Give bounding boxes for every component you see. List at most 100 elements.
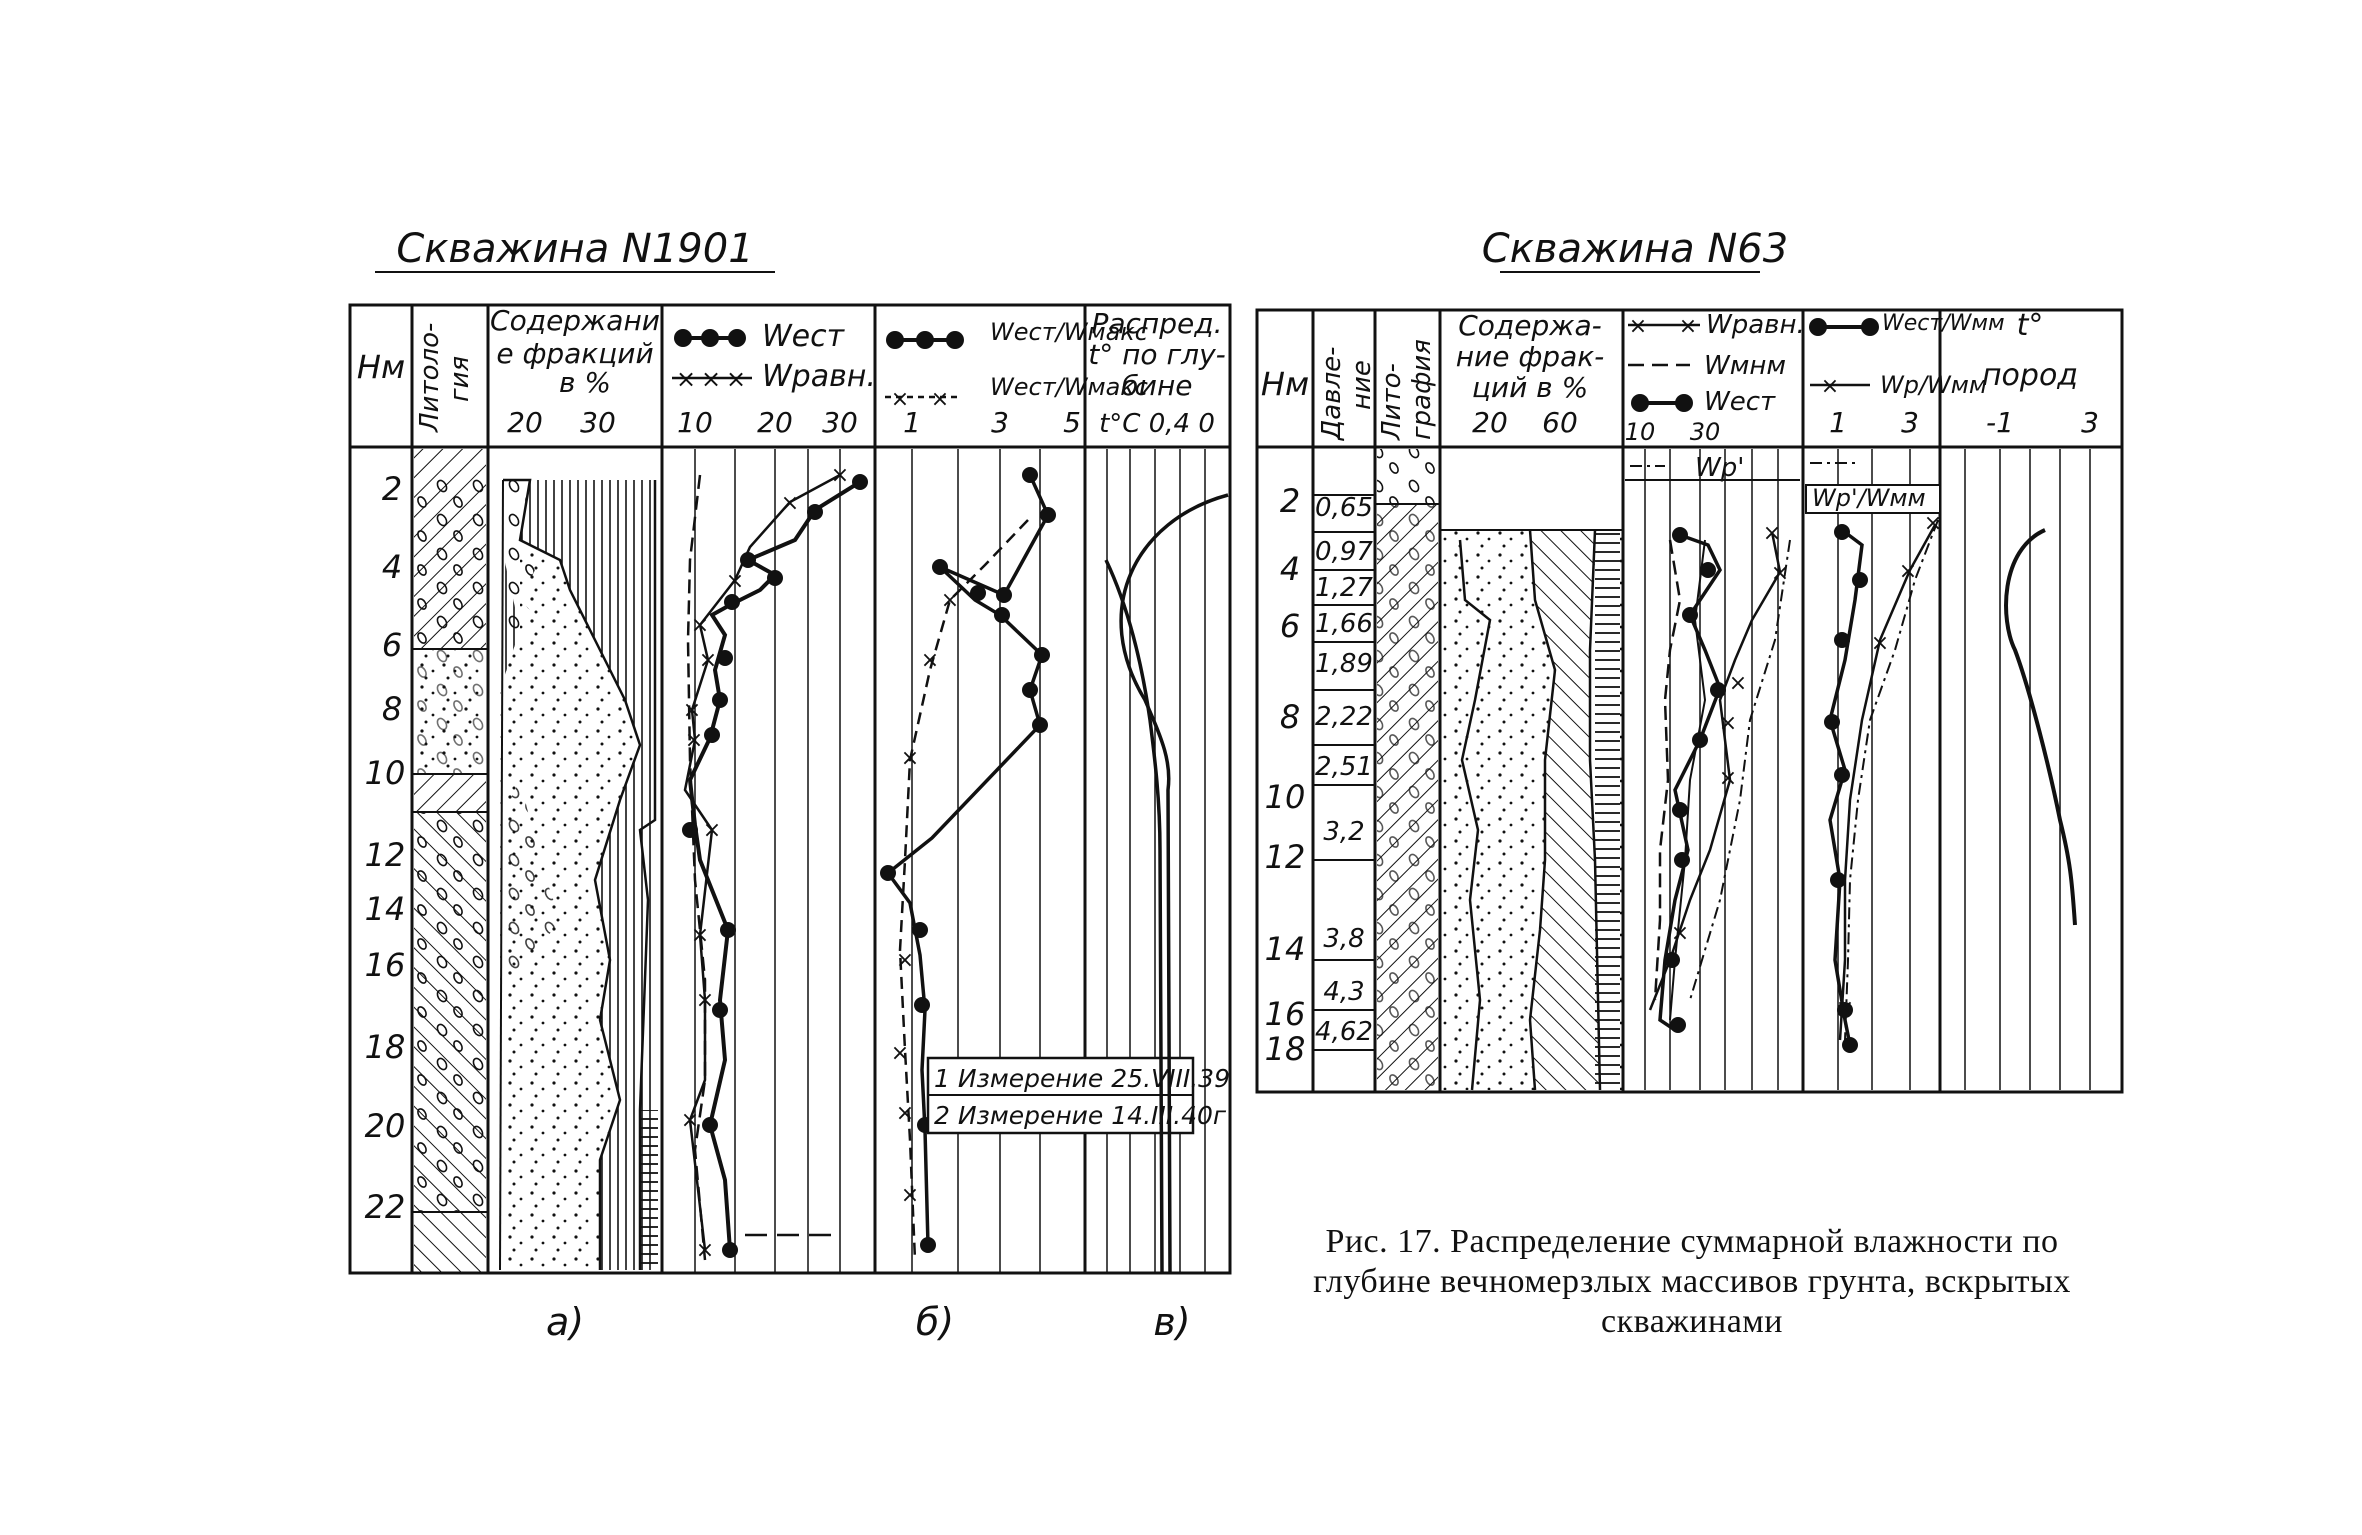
measure-1-point bbox=[912, 922, 928, 938]
well-1901-temp-header-3: бине bbox=[1122, 369, 1193, 402]
depth-label: 18 bbox=[1265, 1030, 1306, 1068]
measure-2-point: × bbox=[891, 1041, 909, 1066]
series-wravn-line bbox=[683, 473, 841, 1251]
legend-label-wmnm: Wмнм bbox=[1704, 351, 1786, 381]
well-63-depth-header: Нм bbox=[1261, 365, 1309, 403]
measure-2-point: × bbox=[896, 1101, 914, 1126]
measure-1-point bbox=[996, 587, 1012, 603]
caption-line-3: скважинами bbox=[1601, 1303, 1783, 1340]
well-1901-fractions-header-3: в % bbox=[559, 366, 611, 399]
well-63-litho-header: Лито- графия bbox=[1377, 339, 1437, 441]
legend-marker-cross: × bbox=[701, 365, 721, 393]
legend-marker-dot bbox=[1809, 318, 1827, 336]
west-point bbox=[720, 922, 736, 938]
well-63-wp-label: Wp' bbox=[1695, 453, 1744, 483]
well-63-litho-column bbox=[1375, 449, 1440, 1090]
wravn-point: × bbox=[1719, 711, 1737, 736]
depth-label: 6 bbox=[382, 626, 402, 664]
legend-marker-dot bbox=[916, 331, 934, 349]
well-63-fractions-tick-20: 20 bbox=[1472, 406, 1508, 439]
wravn-point: × bbox=[1763, 521, 1781, 546]
series-wp-wmm-line bbox=[1838, 524, 1937, 1041]
west-wmm-point bbox=[1834, 767, 1850, 783]
west-point bbox=[717, 650, 733, 666]
legend-label-west-wmaks-2: Wест/Wмакс bbox=[990, 373, 1148, 401]
legend-marker-cross: × bbox=[676, 365, 696, 393]
depth-label: 16 bbox=[1265, 995, 1306, 1033]
well-63-temp-header-2: пород bbox=[1982, 358, 2078, 393]
wp-wmm-point: × bbox=[1899, 559, 1917, 584]
well-1901-temp-header-1: Распред. bbox=[1091, 307, 1222, 340]
well-1901-litho-header: Литоло- гия bbox=[415, 323, 475, 433]
well-63-temp-curve bbox=[2004, 528, 2077, 926]
caption-line-2: глубине вечномерзлых массивов грунта, вс… bbox=[1313, 1263, 2071, 1300]
measure-2-point: × bbox=[901, 746, 919, 771]
wravn-point: × bbox=[781, 491, 799, 516]
depth-label: 6 bbox=[1280, 607, 1300, 645]
west-point bbox=[852, 474, 868, 490]
well-63-temp-tick-m1: -1 bbox=[1986, 406, 2014, 439]
depth-label: 10 bbox=[365, 754, 406, 792]
measurement-label-2: 2 Измерение 14.III.40г bbox=[934, 1101, 1227, 1130]
wravn-point: × bbox=[685, 728, 703, 753]
wravn-point: × bbox=[683, 698, 701, 723]
west-wmm-point bbox=[1830, 872, 1846, 888]
legend-label-west: Wест bbox=[762, 319, 846, 354]
legend-label-wravn: Wравн. bbox=[762, 359, 876, 394]
legend-marker-cross: × bbox=[726, 365, 746, 393]
well-63-fractions-header-2: ние фрак- bbox=[1456, 340, 1605, 373]
well-1901-moisture-curves bbox=[683, 473, 862, 1261]
legend-label-wravn: Wравн. bbox=[1706, 310, 1805, 340]
caption-line-1: Рис. 17. Распределение суммарной влажнос… bbox=[1325, 1223, 2059, 1260]
legend-marker-dot bbox=[946, 331, 964, 349]
measure-1-point bbox=[880, 865, 896, 881]
west-point bbox=[807, 504, 823, 520]
west-point bbox=[724, 594, 740, 610]
legend-label-west-wmaks: Wест/Wмакс bbox=[990, 318, 1148, 346]
west-point bbox=[1674, 852, 1690, 868]
well-1901-fractions-column bbox=[499, 478, 658, 1271]
legend-marker-dot bbox=[1631, 394, 1649, 412]
well-63-wp-ratio-label: Wp'/Wмм bbox=[1812, 484, 1926, 512]
west-point bbox=[1710, 682, 1726, 698]
series-wp-dashdot bbox=[1689, 539, 1791, 1001]
depth-label: 20 bbox=[365, 1107, 406, 1145]
well-1901-depth-axis: 2 4 6 8 10 12 14 16 18 20 22 bbox=[365, 470, 406, 1226]
legend-marker-dot bbox=[886, 331, 904, 349]
well-63-temp-grid bbox=[1964, 449, 2091, 1090]
legend-marker-cross: × bbox=[1821, 374, 1839, 399]
depth-label: 8 bbox=[382, 690, 402, 728]
well-63-fractions-header-3: ций в % bbox=[1472, 371, 1588, 404]
pressure-value: 0,97 bbox=[1315, 537, 1373, 567]
well-63-ratio-grid bbox=[1837, 449, 1911, 1090]
legend-marker-dot bbox=[1675, 394, 1693, 412]
well-63-moisture-tick-30: 30 bbox=[1690, 418, 1721, 446]
measure-1-point bbox=[914, 997, 930, 1013]
well-63-frame bbox=[1255, 308, 2124, 1094]
depth-label: 12 bbox=[1265, 838, 1306, 876]
well-1901-temp-ticks: t°C 0,4 0 bbox=[1099, 409, 1215, 439]
well-1901-frame bbox=[348, 303, 1232, 1275]
litho-header-line-2: графия bbox=[1407, 339, 1437, 440]
measure-1-point bbox=[1022, 682, 1038, 698]
measure-2-point: × bbox=[896, 948, 914, 973]
pressure-header-line-2: ние bbox=[1347, 360, 1377, 410]
depth-label: 8 bbox=[1280, 698, 1300, 736]
well-63-ratio-tick-3: 3 bbox=[1901, 406, 1919, 439]
measurement-label-1: 1 Измерение 25.VIII.39 bbox=[934, 1064, 1230, 1093]
well-1901-fractions-header-1: Содержани bbox=[490, 304, 660, 337]
measure-1-point bbox=[920, 1237, 936, 1253]
well-1901-wravn-markers: × × × × × × × × × × × × bbox=[681, 463, 849, 1263]
well-1901-title: Скважина N1901 bbox=[396, 226, 753, 272]
well-1901-depth-header: Нм bbox=[357, 348, 405, 386]
pressure-value: 1,27 bbox=[1315, 573, 1373, 603]
well-63-fractions-column bbox=[1440, 529, 1623, 1091]
litho-header-line-1: Лито- bbox=[1377, 363, 1407, 441]
measure-1-point bbox=[932, 559, 948, 575]
pressure-value: 1,89 bbox=[1315, 649, 1373, 679]
well-1901-ratio-tick-3: 3 bbox=[991, 406, 1009, 439]
well-1901-litho-column bbox=[412, 449, 488, 1272]
measure-1-point bbox=[1034, 647, 1050, 663]
west-point bbox=[704, 727, 720, 743]
panel-label-a: а) bbox=[546, 1300, 584, 1344]
